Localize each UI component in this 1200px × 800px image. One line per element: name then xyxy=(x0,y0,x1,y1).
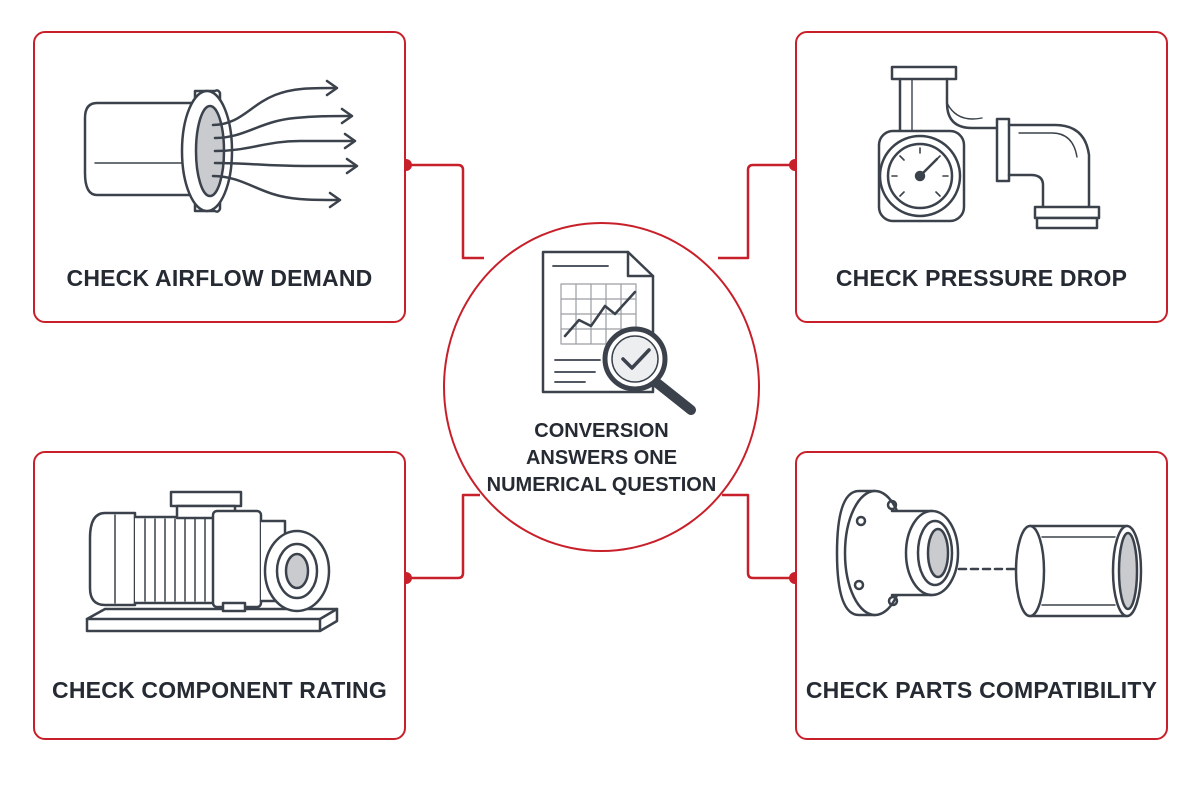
central-question-line-1: CONVERSION xyxy=(534,420,669,442)
connector-rating xyxy=(406,493,480,580)
duct-airflow-icon xyxy=(83,79,359,213)
check-rating-card: CHECK COMPONENT RATING xyxy=(33,451,406,740)
central-question-hub: CONVERSION ANSWERS ONE NUMERICAL QUESTIO… xyxy=(443,222,760,552)
check-airflow-card: CHECK AIRFLOW DEMAND xyxy=(33,31,406,323)
motor-pump-icon xyxy=(85,490,339,633)
connector-airflow xyxy=(406,163,484,260)
check-compat-card: CHECK PARTS COMPATIBILITY xyxy=(795,451,1168,740)
connector-pressure xyxy=(718,163,795,260)
central-question-line-2: ANSWERS ONE xyxy=(525,447,678,469)
check-compat-label: CHECK PARTS COMPATIBILITY xyxy=(805,677,1158,703)
check-pressure-label: CHECK PRESSURE DROP xyxy=(835,265,1128,291)
check-rating-label: CHECK COMPONENT RATING xyxy=(52,677,387,703)
central-question-text: CONVERSION ANSWERS ONE NUMERICAL QUESTIO… xyxy=(445,418,758,499)
report-chart-magnifier-check-icon xyxy=(541,250,696,415)
pipe-pressure-gauge-icon xyxy=(877,65,1101,230)
check-pressure-card: CHECK PRESSURE DROP xyxy=(795,31,1168,323)
check-airflow-label: CHECK AIRFLOW DEMAND xyxy=(66,265,373,291)
central-question-line-3: NUMERICAL QUESTION xyxy=(486,474,717,496)
flange-pipe-fitting-icon xyxy=(835,489,1143,618)
connector-compat xyxy=(722,493,795,580)
